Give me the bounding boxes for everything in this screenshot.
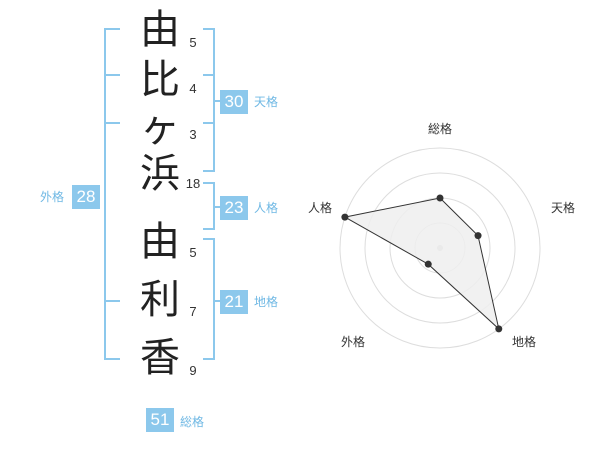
stroke-count-1: 5: [189, 35, 197, 50]
radar-grid-ring: [339, 147, 541, 349]
radar-point-1: [474, 232, 482, 240]
jinkaku-label: 人格: [254, 201, 279, 215]
soukaku-value: 51: [146, 408, 174, 432]
stroke-count-4: 18: [185, 176, 201, 191]
radar-point-3: [424, 260, 432, 268]
radar-axis-label-4: 人格: [307, 201, 332, 215]
name-char-5: 由: [140, 219, 180, 265]
soukaku-label: 総格: [180, 415, 205, 429]
stroke-count-2: 4: [189, 81, 197, 96]
name-char-7: 香: [140, 335, 180, 381]
radar-grid-ring: [364, 172, 516, 324]
radar-axis-label-2: 地格: [511, 335, 536, 349]
gaikaku-label: 外格: [40, 190, 65, 204]
chikaku-label: 地格: [254, 295, 279, 309]
radar-point-4: [341, 213, 349, 221]
gaikaku-value: 28: [72, 185, 100, 209]
name-char-4: 浜: [140, 151, 180, 197]
radar-point-2: [495, 325, 503, 333]
radar-point-0: [436, 194, 444, 202]
tenkaku-value: 30: [220, 90, 248, 114]
name-char-3: ヶ: [140, 105, 180, 151]
radar-svg: [339, 147, 541, 349]
stroke-count-3: 3: [189, 127, 197, 142]
name-char-1: 由: [140, 7, 180, 53]
radar-axis-label-0: 総格: [427, 122, 452, 136]
stroke-count-6: 7: [189, 304, 197, 319]
radar-series-polygon: [343, 197, 500, 331]
tenkaku-label: 天格: [254, 95, 279, 109]
name-char-2: 比: [140, 57, 180, 103]
jinkaku-value: 23: [220, 196, 248, 220]
name-char-6: 利: [140, 277, 180, 323]
stroke-count-5: 5: [189, 245, 197, 260]
radar-axis-label-1: 天格: [550, 201, 575, 215]
chikaku-value: 21: [220, 290, 248, 314]
radar-axis-label-3: 外格: [340, 335, 365, 349]
stroke-count-7: 9: [189, 363, 197, 378]
